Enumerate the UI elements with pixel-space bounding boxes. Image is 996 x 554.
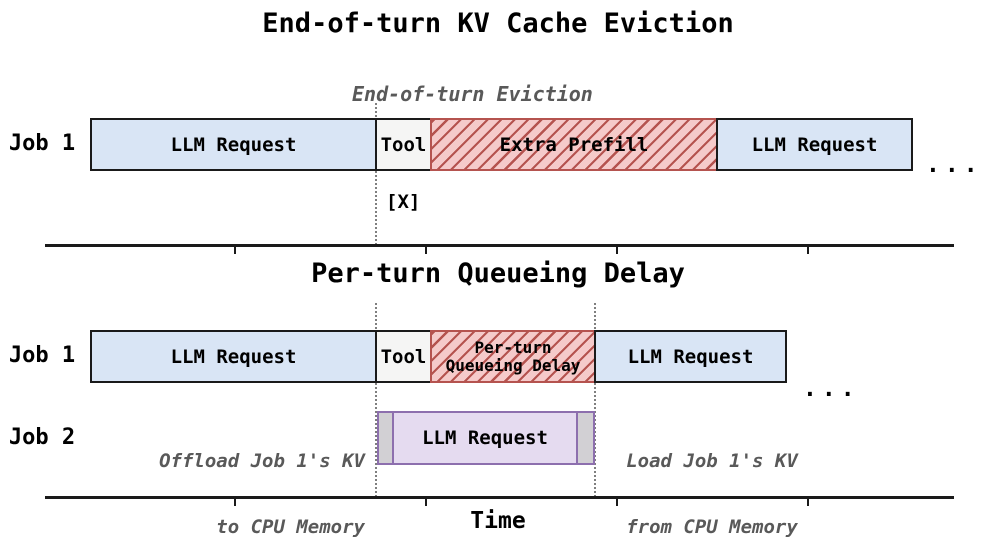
axis-tick — [425, 247, 427, 254]
kv-offload-cap — [379, 413, 394, 463]
load-note-line-1: Load Job 1's KV — [626, 450, 798, 472]
section2-ellipsis: ... — [803, 376, 860, 402]
section2-job1-label: Job 1 — [8, 343, 76, 368]
section2-llm-request-box-1: LLM Request — [90, 330, 377, 383]
section1-extra-prefill-box: Extra Prefill — [430, 118, 718, 171]
section1-llm-request-box-2: LLM Request — [716, 118, 913, 171]
offload-note-line-1: Offload Job 1's KV — [159, 450, 365, 472]
section2-tool-box: Tool — [375, 330, 432, 383]
offload-marker-line — [375, 303, 377, 497]
axis-tick — [234, 499, 236, 506]
axis-tick — [807, 499, 809, 506]
section1-llm-request-box-1: LLM Request — [90, 118, 377, 171]
section1-tool-box: Tool — [375, 118, 432, 171]
offload-note: Offload Job 1's KV to CPU Memory — [95, 406, 365, 554]
section2-queueing-delay-box: Per-turn Queueing Delay — [430, 330, 596, 383]
eviction-annotation: End-of-turn Eviction — [352, 82, 593, 106]
section1-ellipsis: ... — [926, 152, 983, 178]
axis-tick — [616, 247, 618, 254]
section2-job2-label: Job 2 — [8, 425, 76, 450]
load-marker-line — [594, 303, 596, 497]
section2-job2-bar: LLM Request — [377, 411, 595, 465]
load-note: Load Job 1's KV from CPU Memory — [612, 406, 812, 554]
queueing-delay-line-1: Per-turn — [474, 337, 552, 357]
eviction-marker-line — [375, 103, 377, 245]
kv-load-cap — [576, 413, 593, 463]
load-note-line-2: from CPU Memory — [626, 516, 798, 538]
axis-tick — [807, 247, 809, 254]
cache-evicted-marker: [X] — [386, 191, 421, 213]
section2-job2-llm-request-box: LLM Request — [422, 427, 548, 449]
axis-tick — [425, 499, 427, 506]
time-axis-label: Time — [470, 508, 526, 534]
section2-title: Per-turn Queueing Delay — [311, 258, 685, 289]
section2-time-axis — [45, 496, 954, 499]
section1-time-axis — [45, 244, 954, 247]
section1-title: End-of-turn KV Cache Eviction — [262, 8, 734, 39]
offload-note-line-2: to CPU Memory — [216, 516, 365, 538]
axis-tick — [616, 499, 618, 506]
queueing-delay-line-2: Queueing Delay — [445, 355, 581, 375]
axis-tick — [234, 247, 236, 254]
section2-llm-request-box-2: LLM Request — [594, 330, 787, 383]
section1-job1-label: Job 1 — [8, 131, 76, 156]
